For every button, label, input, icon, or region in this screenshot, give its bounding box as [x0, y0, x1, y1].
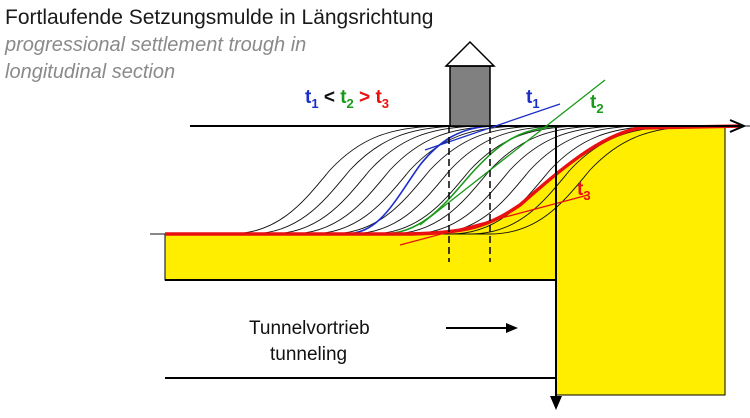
tunnel-label-english: tunneling	[270, 344, 347, 365]
building-arrow-icon	[444, 40, 496, 127]
title-english-line1: progressional settlement trough in	[4, 34, 306, 56]
tunnel-label-german: Tunnelvortrieb	[249, 318, 370, 339]
curve-t2	[379, 125, 720, 235]
settlement-curve	[250, 125, 650, 235]
face-arrow-down-icon	[550, 396, 562, 410]
curve-t3-current	[165, 124, 743, 236]
settlement-curve	[330, 125, 730, 235]
arrow-right-icon	[446, 323, 518, 333]
settlement-curves	[150, 125, 750, 235]
settlement-curve	[170, 125, 570, 235]
settlement-curve	[210, 125, 610, 235]
tangent-t1	[424, 103, 561, 151]
tangent-t2	[419, 79, 606, 226]
settlement-curve	[290, 125, 690, 235]
legend-relation: t1 < t2 > t3	[305, 87, 389, 111]
title-english-line2: longitudinal section	[5, 61, 175, 83]
settlement-curve	[150, 125, 550, 235]
title-german: Fortlaufende Setzungsmulde in Längsricht…	[5, 6, 433, 29]
surface-arrow-icon	[729, 119, 747, 133]
label-t2: t2	[590, 92, 604, 116]
settlement-curve	[370, 125, 750, 235]
curve-t1	[344, 125, 720, 235]
settlement-curve	[270, 125, 670, 235]
label-t1: t1	[526, 87, 540, 111]
settlement-curve	[190, 125, 590, 235]
label-t3: t3	[577, 179, 591, 203]
